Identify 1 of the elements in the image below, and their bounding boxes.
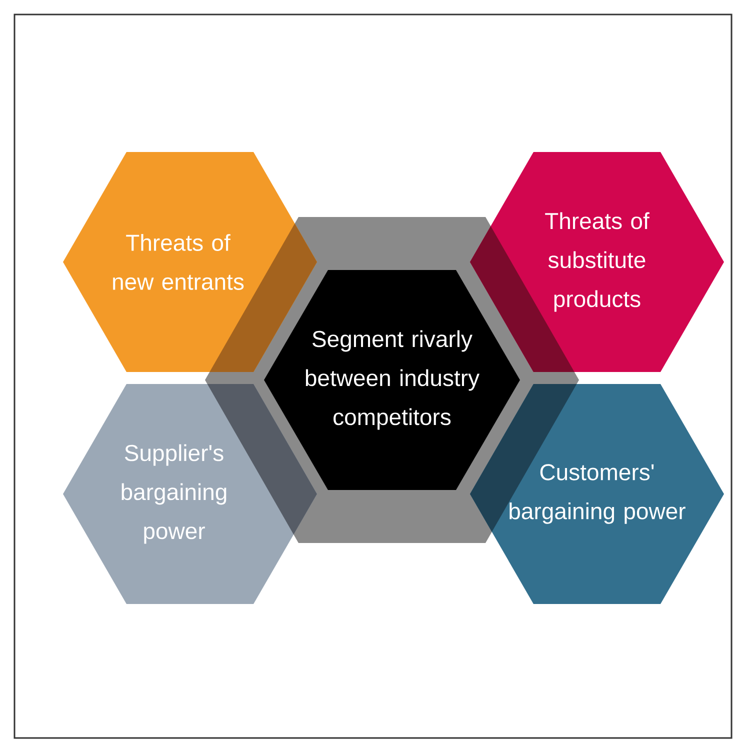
hexagon: Segment rivarly between industry competitors bbox=[264, 270, 520, 490]
